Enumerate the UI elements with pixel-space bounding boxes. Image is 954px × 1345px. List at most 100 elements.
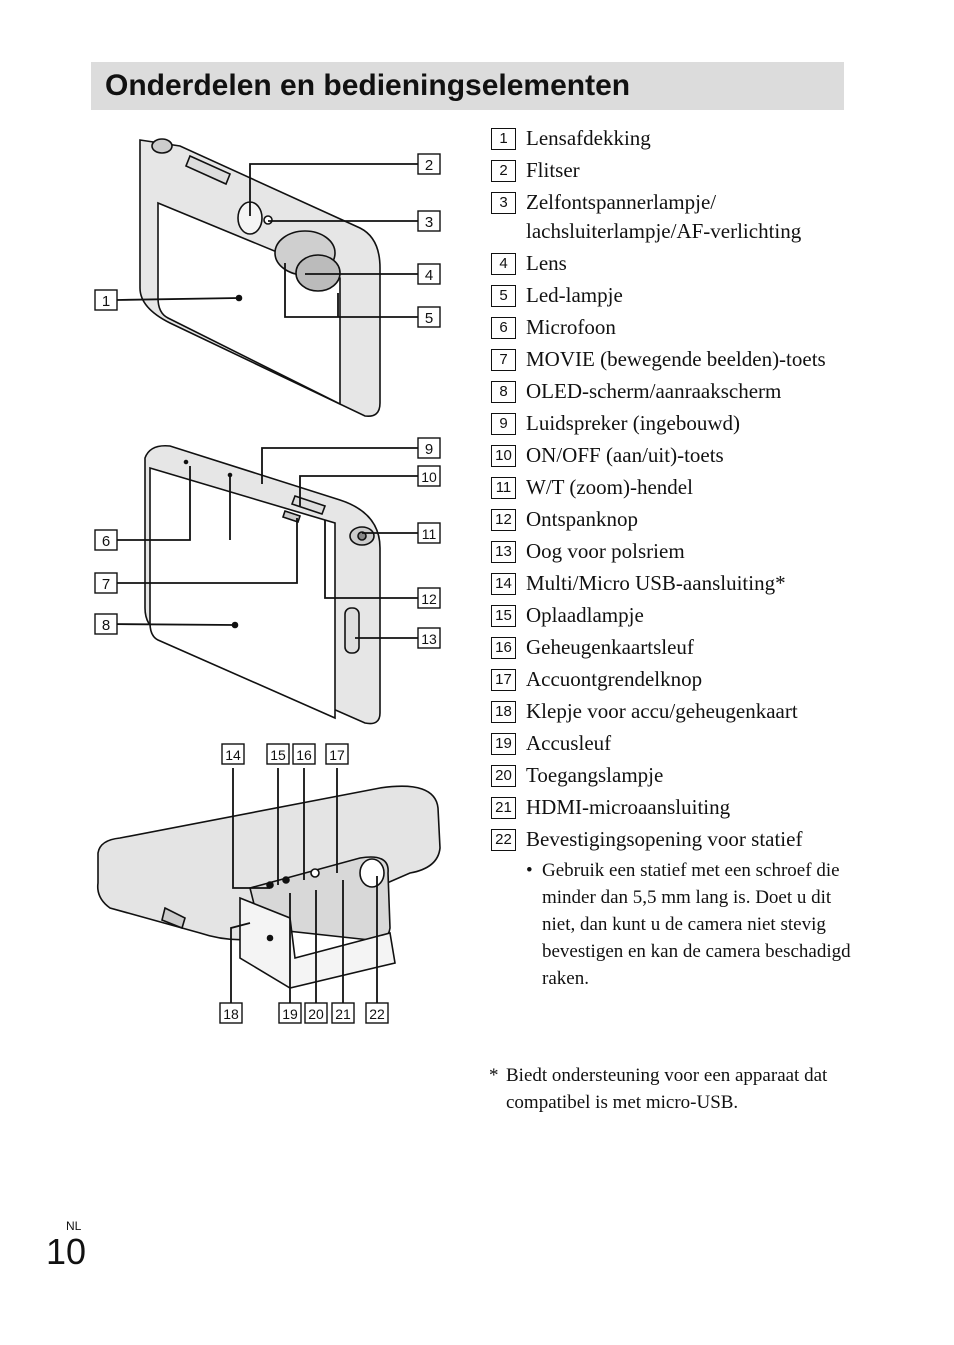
svg-text:8: 8	[102, 617, 110, 634]
part-label: Toegangslampje	[526, 763, 664, 787]
callout-12: 12	[417, 587, 441, 609]
part-label: HDMI-microaansluiting	[526, 795, 731, 819]
callout-19: 19	[278, 1002, 302, 1024]
part-number: 13	[491, 541, 516, 563]
part-label: Luidspreker (ingebouwd)	[526, 411, 741, 435]
part-number: 18	[491, 701, 516, 723]
svg-text:16: 16	[296, 747, 312, 763]
callout-15: 15	[266, 743, 290, 765]
title-bar: Onderdelen en bedieningselementen	[91, 62, 844, 110]
part-number: 14	[491, 573, 516, 595]
part-number: 21	[491, 797, 516, 819]
part-label: Geheugenkaartsleuf	[526, 635, 694, 659]
list-item: 21 HDMI-microaansluiting	[491, 793, 851, 822]
callout-3: 3	[417, 210, 441, 232]
list-item: 8 OLED-scherm/aanraakscherm	[491, 377, 851, 406]
part-number: 15	[491, 605, 516, 627]
svg-text:7: 7	[102, 576, 110, 593]
part-number: 12	[491, 509, 516, 531]
footnote-text: Biedt ondersteuning voor een apparaat da…	[506, 1065, 828, 1113]
part-label: Zelfontspannerlampje/ lachsluiterlampje/…	[526, 190, 802, 243]
list-item: 12 Ontspanknop	[491, 505, 851, 534]
page-title: Onderdelen en bedieningselementen	[105, 69, 631, 102]
svg-text:17: 17	[329, 747, 345, 763]
callout-5: 5	[417, 306, 441, 328]
camera-diagram: 1 2 3 4 5 6 7 8 9 10 11 12 13 14 15 16 1…	[94, 138, 441, 1024]
svg-text:9: 9	[425, 441, 433, 458]
part-number: 16	[491, 637, 516, 659]
callout-14: 14	[221, 743, 245, 765]
part-number: 22	[491, 829, 516, 851]
part-label: Microfoon	[526, 315, 616, 339]
svg-text:15: 15	[270, 747, 286, 763]
svg-text:21: 21	[335, 1006, 351, 1022]
callout-10: 10	[417, 465, 441, 487]
part-label: Ontspanknop	[526, 507, 638, 531]
tripod-note-text: Gebruik een statief met een schroef die …	[542, 860, 851, 989]
callout-17: 17	[325, 743, 349, 765]
list-item: 6 Microfoon	[491, 313, 851, 342]
part-number: 7	[491, 349, 516, 371]
part-label: Multi/Micro USB-aansluiting*	[526, 571, 786, 595]
tripod-note: • Gebruik een statief met een schroef die…	[526, 857, 851, 992]
callout-7: 7	[94, 572, 118, 594]
part-label: Flitser	[526, 158, 580, 182]
footnote: * Biedt ondersteuning voor een apparaat …	[489, 1062, 849, 1116]
svg-text:1: 1	[102, 293, 110, 310]
camera-bottom-illustration	[96, 785, 441, 989]
list-item: 20 Toegangslampje	[491, 761, 851, 790]
part-number: 6	[491, 317, 516, 339]
callout-22: 22	[365, 1002, 389, 1024]
part-label: Lens	[526, 251, 567, 275]
part-number: 8	[491, 381, 516, 403]
camera-front-illustration	[139, 138, 381, 418]
part-number: 2	[491, 160, 516, 182]
list-item: 4 Lens	[491, 249, 851, 278]
camera-back-illustration	[144, 444, 381, 725]
part-number: 11	[491, 477, 516, 499]
part-number: 5	[491, 285, 516, 307]
callout-8: 8	[94, 613, 118, 635]
svg-text:14: 14	[225, 747, 241, 763]
bullet: •	[526, 860, 533, 881]
part-number: 3	[491, 192, 516, 214]
part-number: 10	[491, 445, 516, 467]
part-label: Lensafdekking	[526, 126, 651, 150]
list-item: 19 Accusleuf	[491, 729, 851, 758]
svg-text:20: 20	[308, 1006, 324, 1022]
part-label: Oog voor polsriem	[526, 539, 685, 563]
svg-text:18: 18	[223, 1006, 239, 1022]
part-number: 20	[491, 765, 516, 787]
callout-16: 16	[292, 743, 316, 765]
page-number: 10	[46, 1231, 87, 1272]
callout-2: 2	[417, 153, 441, 175]
svg-text:13: 13	[421, 631, 437, 647]
part-number: 4	[491, 253, 516, 275]
svg-text:19: 19	[282, 1006, 298, 1022]
callout-4: 4	[417, 263, 441, 285]
svg-text:4: 4	[425, 267, 433, 284]
list-item: 14 Multi/Micro USB-aansluiting*	[491, 569, 851, 598]
svg-text:3: 3	[425, 214, 433, 231]
list-item: 2 Flitser	[491, 156, 851, 185]
callout-20: 20	[304, 1002, 328, 1024]
part-number: 19	[491, 733, 516, 755]
list-item: 18 Klepje voor accu/geheugenkaart	[491, 697, 851, 726]
part-label: Accusleuf	[526, 731, 612, 755]
svg-text:10: 10	[421, 469, 437, 485]
part-label: Klepje voor accu/geheugenkaart	[526, 699, 798, 723]
callout-13: 13	[417, 627, 441, 649]
callout-11: 11	[417, 522, 441, 544]
svg-text:22: 22	[369, 1006, 385, 1022]
callout-1: 1	[94, 289, 118, 311]
svg-text:11: 11	[422, 526, 437, 542]
part-label: OLED-scherm/aanraakscherm	[526, 379, 782, 403]
